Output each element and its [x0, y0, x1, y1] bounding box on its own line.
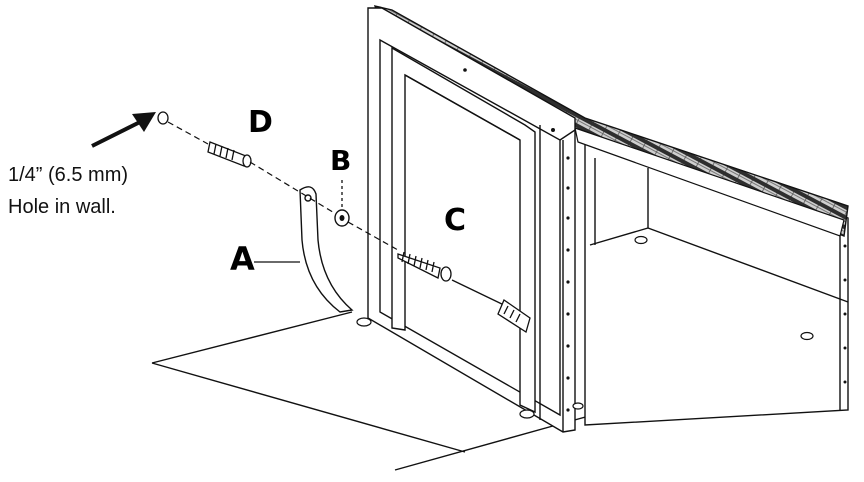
screwdriver [451, 279, 531, 334]
anchor-d [207, 141, 252, 168]
hole-size-note: 1/4” (6.5 mm) [8, 164, 128, 186]
screw-c [397, 251, 452, 282]
arrow-to-hole [91, 112, 156, 148]
floor-holes [356, 235, 814, 419]
label-a: A [230, 240, 255, 278]
front-frame [367, 7, 576, 433]
alignment-dashed-line [167, 121, 399, 251]
label-c: C [444, 203, 466, 238]
washer-b [334, 209, 350, 227]
wall-hole [157, 111, 169, 125]
hole-location-note: Hole in wall. [8, 196, 116, 218]
label-b: B [330, 144, 351, 177]
leader-lines [254, 180, 343, 263]
bracket-a [299, 186, 354, 313]
frame-screw-holes [463, 68, 847, 412]
label-d: D [248, 105, 273, 140]
